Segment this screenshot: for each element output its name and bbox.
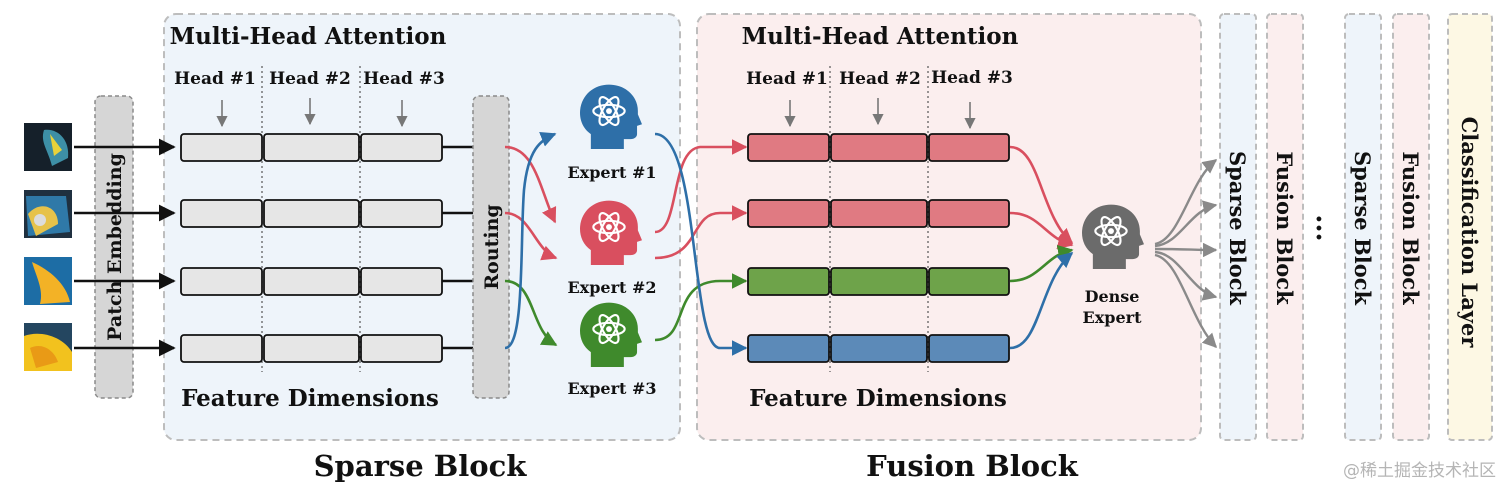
sparse-head-labels: Head #1 Head #2 Head #3 (174, 69, 445, 89)
stack-sparse-label-2: Sparse Block (1350, 151, 1375, 306)
watermark: @稀土掘金技术社区 (1343, 461, 1496, 481)
sparse-head-label-2: Head #2 (269, 69, 351, 89)
stack-sparse-block-2 (1344, 13, 1382, 441)
classification-layer-label: Classification Layer (1457, 117, 1482, 349)
fusion-head-label-1: Head #1 (746, 69, 828, 89)
dense-input-curves (1009, 145, 1074, 350)
dense-expert: Dense Expert (1080, 203, 1144, 327)
routing-label: Routing (481, 204, 503, 289)
table-row (180, 199, 443, 228)
input-arrows (74, 138, 476, 357)
sparse-token-rows (180, 133, 443, 363)
expert-label-1: Expert #1 (567, 163, 656, 182)
table-row (180, 267, 443, 296)
sparse-head-arrows (216, 98, 408, 128)
fusion-block-caption: Fusion Block (866, 449, 1079, 483)
stack-ellipsis: ... (1310, 214, 1340, 241)
sparse-head-label-1: Head #1 (174, 69, 256, 89)
stack-fusion-block-2 (1392, 13, 1430, 441)
stack-columns: Sparse Block Fusion Block ... Sparse Blo… (1219, 13, 1493, 441)
fusion-head-arrows (784, 98, 976, 130)
expert-output-curves (654, 132, 748, 356)
expert-2: Expert #2 (567, 199, 657, 297)
dense-output-fan (1154, 159, 1218, 349)
fusion-head-labels: Head #1 Head #2 Head #3 (746, 68, 1013, 89)
patch-embedding-label: Patch Embedding (104, 153, 126, 341)
expert-3: Expert #3 (567, 301, 657, 398)
routing-curves (504, 131, 558, 350)
table-row (747, 267, 1010, 296)
stack-fusion-label-2: Fusion Block (1398, 151, 1423, 305)
table-row (747, 334, 1010, 363)
fusion-mha-title: Multi-Head Attention (742, 23, 1019, 50)
fusion-head-label-2: Head #2 (839, 69, 921, 89)
dense-expert-label-line2: Expert (1083, 308, 1143, 327)
patch-embedding-column (94, 95, 134, 399)
sparse-head-label-3: Head #3 (363, 69, 445, 89)
stack-fusion-block-1 (1266, 13, 1304, 441)
image-patch-icon (24, 123, 72, 371)
table-row (180, 334, 443, 363)
stack-sparse-label-1: Sparse Block (1225, 151, 1250, 306)
stack-fusion-label-1: Fusion Block (1272, 151, 1297, 305)
fusion-feature-label: Feature Dimensions (749, 385, 1007, 412)
sparse-mha-title: Multi-Head Attention (170, 23, 447, 50)
classification-layer-column (1447, 13, 1493, 441)
table-row (747, 199, 1010, 228)
expert-label-3: Expert #3 (567, 379, 656, 398)
fusion-head-label-3: Head #3 (931, 68, 1013, 88)
table-row (747, 133, 1010, 162)
expert-1: Expert #1 (567, 83, 657, 182)
expert-label-2: Expert #2 (567, 278, 656, 297)
sparse-feature-label: Feature Dimensions (181, 385, 439, 412)
dense-expert-label-line1: Dense (1085, 287, 1140, 306)
sparse-head-dividers (261, 66, 361, 372)
sparse-block-caption: Sparse Block (314, 449, 528, 483)
table-row (180, 133, 443, 162)
stack-sparse-block-1 (1219, 13, 1257, 441)
fusion-head-dividers (829, 66, 929, 372)
routing-column (472, 95, 510, 399)
fusion-token-rows (747, 133, 1010, 363)
